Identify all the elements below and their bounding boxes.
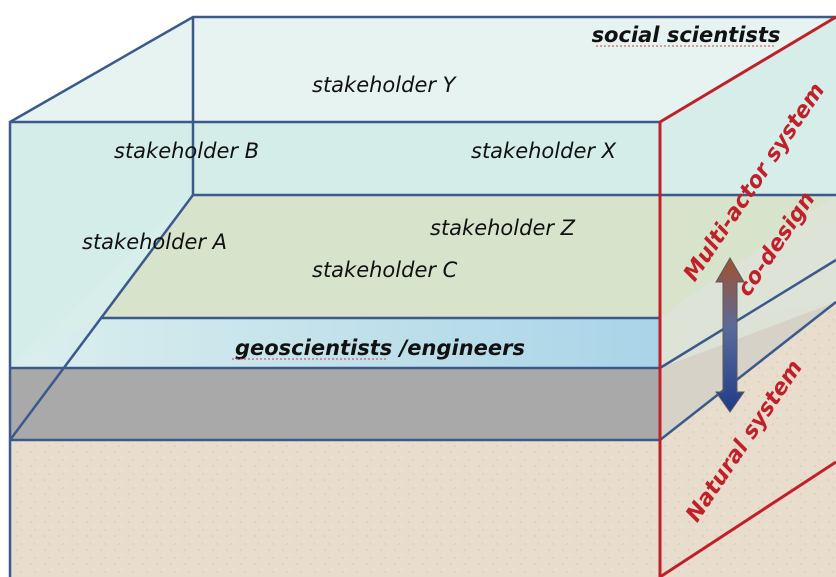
side-lower-plane (660, 195, 836, 440)
stakeholder-x-label: stakeholder X (471, 139, 617, 163)
stakeholder-y-label: stakeholder Y (312, 73, 458, 97)
box-outline (8, 15, 836, 577)
stakeholder-b-label: stakeholder B (114, 139, 259, 163)
codesign-arrow (715, 257, 745, 413)
natural-system-outline (658, 15, 836, 577)
interface-plane (100, 195, 836, 318)
stakeholder-c-label: stakeholder C (312, 258, 458, 282)
stakeholder-a-label: stakeholder A (82, 230, 227, 254)
grey-layer-front (10, 368, 660, 440)
ground-front-face (10, 440, 660, 577)
stakeholder-z-label: stakeholder Z (430, 216, 576, 240)
sky-top-face (10, 17, 836, 122)
social-scientists-label: social scientists (592, 23, 781, 47)
ground-side-face (660, 302, 836, 577)
geoscientists-label: geoscientists /engineers (235, 336, 525, 360)
geoscientists-band (10, 318, 660, 368)
